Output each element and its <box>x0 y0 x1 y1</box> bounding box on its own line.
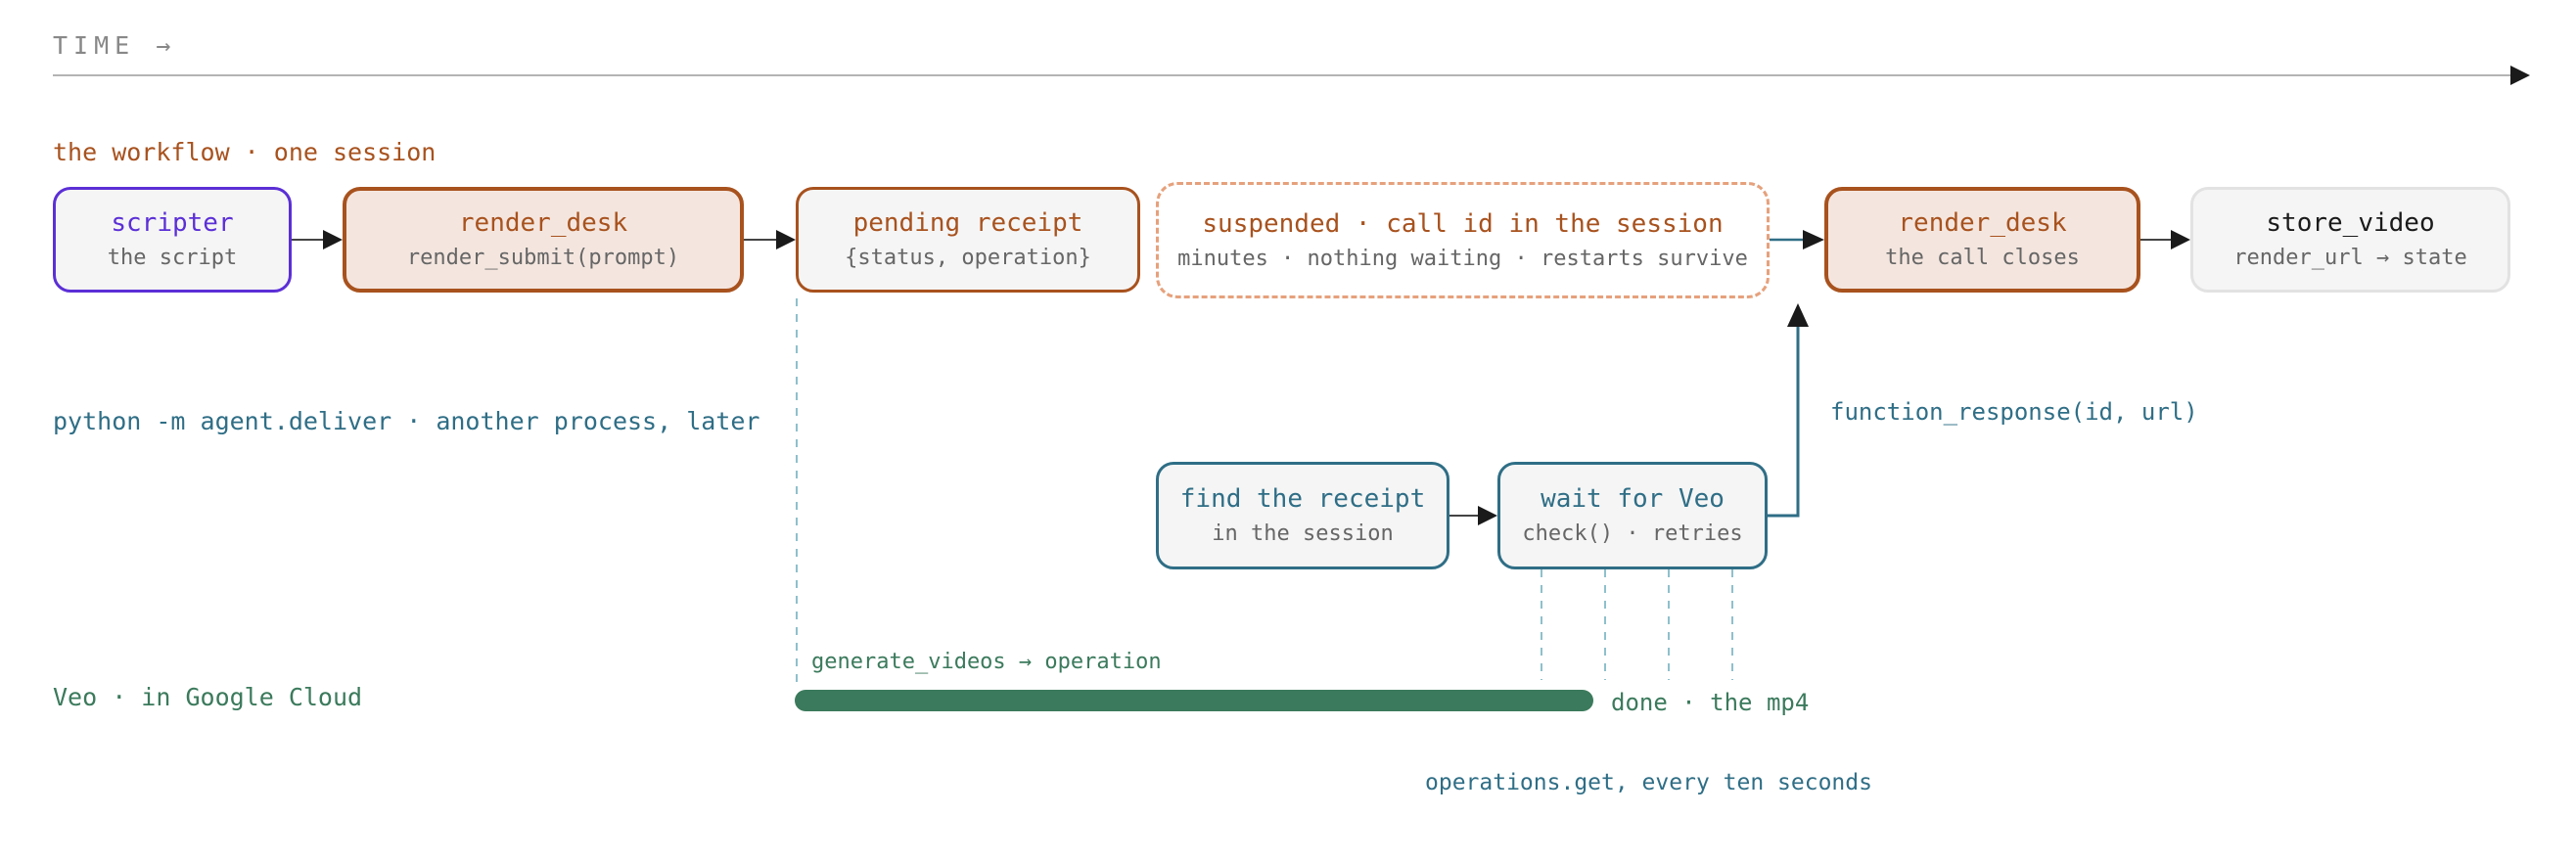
pending-receipt-subtitle: {status, operation} <box>845 246 1091 270</box>
generate-videos-label: generate_videos → operation <box>811 650 1162 674</box>
pending-receipt-box: pending receipt {status, operation} <box>796 187 1140 293</box>
render-desk-close-subtitle: the call closes <box>1885 246 2080 270</box>
scripter-title: scripter <box>111 208 234 238</box>
wait-for-veo-box: wait for Veo check() · retries <box>1497 462 1768 569</box>
render-desk-submit-subtitle: render_submit(prompt) <box>406 246 680 270</box>
lane-label-deliver: python -m agent.deliver · another proces… <box>53 407 760 435</box>
connector-suspended-to-render-desk <box>1770 230 1824 249</box>
suspended-box: suspended · call id in the session minut… <box>1156 182 1770 298</box>
scripter-box: scripter the script <box>53 187 292 293</box>
function-response-label: function_response(id, url) <box>1830 398 2198 426</box>
connector-render-desk-to-store-video <box>2140 230 2190 249</box>
connector-find-to-wait <box>1449 506 1497 525</box>
find-receipt-title: find the receipt <box>1179 484 1426 514</box>
render-desk-submit-title: render_desk <box>458 208 628 238</box>
store-video-title: store_video <box>2266 208 2435 238</box>
scripter-subtitle: the script <box>107 246 238 270</box>
render-desk-submit-box: render_desk render_submit(prompt) <box>343 187 744 293</box>
lane-label-veo: Veo · in Google Cloud <box>53 683 363 711</box>
done-mp4-label: done · the mp4 <box>1611 689 1810 716</box>
function-response-arrow <box>1768 303 1809 518</box>
render-desk-close-box: render_desk the call closes <box>1824 187 2140 293</box>
lane-label-workflow: the workflow · one session <box>53 138 437 166</box>
veo-operation-bar <box>795 690 1593 711</box>
pending-receipt-title: pending receipt <box>852 208 1083 238</box>
find-receipt-box: find the receipt in the session <box>1156 462 1449 569</box>
store-video-box: store_video render_url → state <box>2190 187 2510 293</box>
render-desk-close-title: render_desk <box>1898 208 2067 238</box>
time-axis-arrowhead <box>2510 66 2530 85</box>
connector-render-desk-to-pending-receipt <box>744 230 796 249</box>
polling-lines <box>1541 569 1733 680</box>
store-video-subtitle: render_url → state <box>2233 246 2467 270</box>
wait-for-veo-title: wait for Veo <box>1541 484 1725 514</box>
time-axis-label: TIME → <box>53 31 177 60</box>
find-receipt-subtitle: in the session <box>1212 521 1394 546</box>
connector-scripter-to-render-desk <box>292 230 343 249</box>
operations-get-label: operations.get, every ten seconds <box>1425 770 1872 795</box>
suspended-subtitle: minutes · nothing waiting · restarts sur… <box>1177 246 1748 271</box>
wait-for-veo-subtitle: check() · retries <box>1522 521 1743 546</box>
suspended-title: suspended · call id in the session <box>1202 208 1724 239</box>
